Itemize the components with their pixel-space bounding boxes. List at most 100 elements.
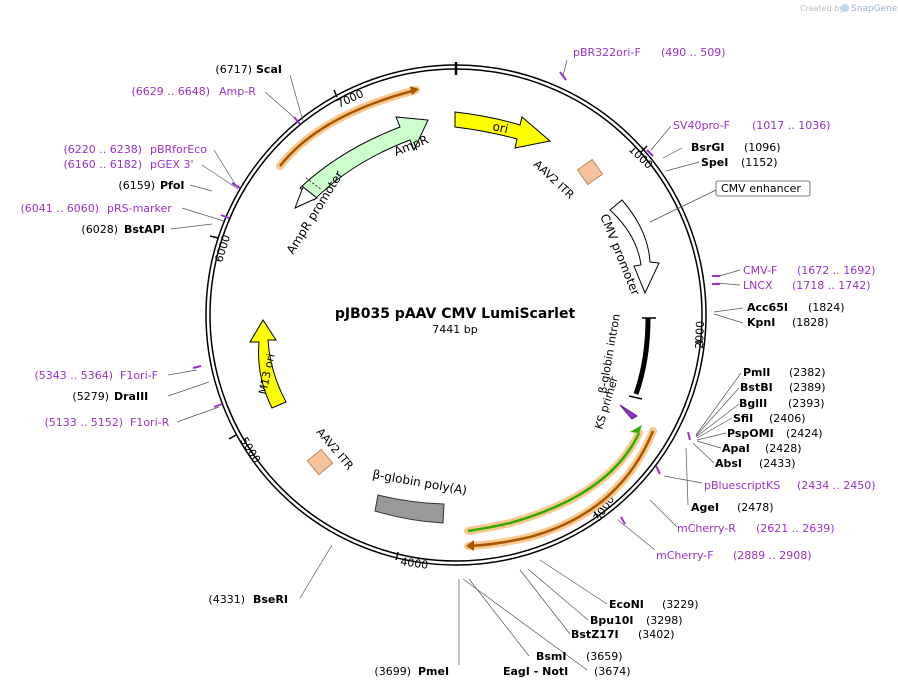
feature-highlight-green (464, 429, 643, 535)
primer-pos-prs-marker: (6041 .. 6060) (20, 202, 99, 215)
primer-site-marks (192, 71, 720, 525)
site-pmei[interactable]: PmeI (418, 665, 449, 678)
primer-amp-r[interactable]: Amp-R (219, 85, 256, 98)
primer-pos-lncx: (1718 .. 1742) (792, 279, 871, 292)
site-pspomi[interactable]: PspOMI (727, 427, 774, 440)
primer-pos-sv40pro-f: (1017 .. 1036) (752, 119, 831, 132)
site-eagi-noti[interactable]: EagI - NotI (503, 665, 568, 678)
primer-pos-pgex3: (6160 .. 6182) (63, 158, 142, 171)
primer-pos-amp-r: (6629 .. 6648) (131, 85, 210, 98)
labels-right: pBR322ori-F (490 .. 509) SV40pro-F (1017… (573, 46, 876, 562)
primer-sv40pro-f[interactable]: SV40pro-F (673, 119, 730, 132)
site-bseri[interactable]: BseRI (253, 593, 288, 606)
feature-ori[interactable] (454, 111, 552, 149)
feature-m13-ori[interactable] (249, 319, 287, 409)
site-bsrgi[interactable]: BsrGI (691, 141, 724, 154)
primer-pos-pbluescriptks: (2434 .. 2450) (797, 479, 876, 492)
backbone (205, 62, 707, 566)
primer-mcherry-r[interactable]: mCherry-R (677, 522, 736, 535)
site-bstapi[interactable]: BstAPI (124, 223, 165, 236)
primer-pos-mcherry-r: (2621 .. 2639) (756, 522, 835, 535)
site-pos-acc65i: (1824) (808, 301, 845, 314)
site-kpni[interactable]: KpnI (747, 316, 775, 329)
primer-f1ori-r[interactable]: F1ori-R (130, 416, 170, 429)
tick-label-1000: 1000 (626, 143, 655, 172)
feature-aav2-itr-right[interactable] (576, 158, 604, 186)
primer-pos-pbrforeco: (6220 .. 6238) (63, 143, 142, 156)
site-pos-kpni: (1828) (792, 316, 829, 329)
site-pos-pfoi: (6159) (118, 179, 155, 192)
site-bpu10i[interactable]: Bpu10I (590, 614, 634, 627)
site-pos-bstapi: (6028) (81, 223, 118, 236)
tick-label-5000: 5000 (237, 435, 263, 466)
primer-mcherry-f[interactable]: mCherry-F (656, 549, 714, 562)
tick-7000 (333, 89, 338, 98)
site-pos-econi: (3229) (662, 598, 699, 611)
feature-ampr-promoter-junction (305, 177, 323, 191)
feature-ampr[interactable] (299, 116, 429, 201)
primer-pos-f1ori-f: (5343 .. 5364) (34, 369, 113, 382)
primer-pbluescriptks[interactable]: pBluescriptKS (704, 479, 780, 492)
site-pos-bstz17i: (3402) (638, 628, 675, 641)
feature-orange-arc[interactable] (467, 430, 655, 548)
topleft-arc-arrowhead (410, 86, 419, 95)
site-scai[interactable]: ScaI (256, 63, 282, 76)
leader-lines (167, 59, 744, 671)
lumiscarlet-arrowhead (630, 425, 642, 433)
site-pos-bpu10i: (3298) (646, 614, 683, 627)
primer-lncx[interactable]: LNCX (743, 279, 773, 292)
primer-pbr322ori-f[interactable]: pBR322ori-F (573, 46, 641, 59)
site-econi[interactable]: EcoNI (609, 598, 644, 611)
tick-label-2000: 2000 (693, 321, 707, 349)
primer-pos-cmv-f: (1672 .. 1692) (797, 264, 876, 277)
primer-f1ori-f[interactable]: F1ori-F (120, 369, 158, 382)
primer-pos-mcherry-f: (2889 .. 2908) (733, 549, 812, 562)
site-bstz17i[interactable]: BstZ17I (571, 628, 619, 641)
feature-lumiscarlet[interactable] (467, 432, 641, 533)
site-spei[interactable]: SpeI (701, 156, 728, 169)
site-bsmi[interactable]: BsmI (536, 650, 567, 663)
site-agei[interactable]: AgeI (691, 501, 719, 514)
site-bstbi[interactable]: BstBI (740, 381, 773, 394)
site-absi[interactable]: AbsI (715, 457, 742, 470)
feature-cmv-promoter[interactable] (609, 199, 660, 295)
tick-4000 (395, 551, 399, 561)
primer-pgex3[interactable]: pGEX 3' (150, 158, 194, 171)
feature-topleft-arc[interactable] (279, 88, 417, 167)
feature-ks-primer[interactable] (619, 404, 638, 420)
tick-3000 (593, 510, 599, 519)
cmv-enhancer-box[interactable] (715, 180, 811, 197)
site-sfii[interactable]: SfiI (733, 412, 753, 425)
site-pos-agei: (2478) (737, 501, 774, 514)
site-pos-bsmi: (3659) (586, 650, 623, 663)
feature-beta-globin-polya[interactable] (374, 494, 445, 524)
site-pmli[interactable]: PmlI (743, 366, 770, 379)
primer-cmv-f[interactable]: CMV-F (743, 264, 777, 277)
primer-pos-f1ori-r: (5133 .. 5152) (44, 416, 123, 429)
feature-beta-globin-intron[interactable] (633, 317, 651, 395)
watermark-prefix: Created by (800, 4, 844, 13)
feature-ampr-promoter[interactable] (294, 186, 318, 209)
intron-start-tick (628, 395, 643, 400)
site-acc65i[interactable]: Acc65I (747, 301, 788, 314)
site-apai[interactable]: ApaI (722, 442, 750, 455)
feature-ks-primer-label: KS primer (592, 375, 620, 431)
site-bglii[interactable]: BglII (739, 397, 767, 410)
site-pos-apai: (2428) (765, 442, 802, 455)
site-draiii[interactable]: DraIII (114, 390, 148, 403)
plasmid-title: pJB035 pAAV CMV LumiScarlet 7441 bp (335, 306, 576, 336)
site-pos-eagi-noti: (3674) (594, 665, 631, 678)
site-pos-pmei: (3699) (374, 665, 411, 678)
site-pos-scai: (6717) (215, 63, 252, 76)
primer-pbrforeco[interactable]: pBRforEco (150, 143, 207, 156)
site-pos-bglii: (2393) (788, 397, 825, 410)
feature-aav2-itr-left[interactable] (306, 448, 334, 476)
labels-left: (6717) ScaI (6629 .. 6648) Amp-R (6220 .… (20, 63, 288, 606)
tick-5000 (228, 434, 237, 440)
site-pfoi[interactable]: PfoI (160, 179, 185, 192)
primer-prs-marker[interactable]: pRS-marker (107, 202, 172, 215)
site-pos-pmli: (2382) (789, 366, 826, 379)
tick-label-4000: 4000 (400, 555, 430, 572)
tick-6000 (209, 235, 219, 239)
